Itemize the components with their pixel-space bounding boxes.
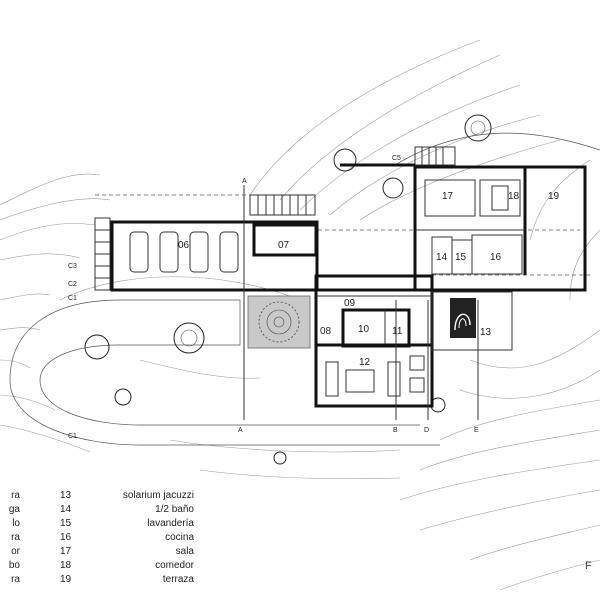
legend-fragment: or bbox=[11, 546, 20, 557]
legend-fragment: ra bbox=[11, 490, 20, 501]
legend-fragment: ga bbox=[8, 504, 20, 515]
legend-number: 18 bbox=[60, 560, 72, 571]
room-label-16: 16 bbox=[490, 252, 502, 263]
legend-name: solarium jacuzzi bbox=[122, 490, 194, 501]
axis-marks: C3 C2 C1 C1 C5 A B D E A bbox=[68, 155, 479, 440]
axis-c3: C3 bbox=[68, 263, 77, 270]
room-label-17: 17 bbox=[442, 191, 454, 202]
room-label-09: 09 bbox=[344, 298, 356, 309]
room-label-12: 12 bbox=[359, 357, 371, 368]
room-label-13: 13 bbox=[480, 327, 492, 338]
room-label-18: 18 bbox=[508, 191, 520, 202]
courtyard bbox=[247, 295, 311, 349]
central-wing bbox=[314, 274, 434, 408]
axis-f: A bbox=[242, 178, 247, 185]
legend-number: 19 bbox=[60, 574, 72, 585]
legend-name: sala bbox=[175, 546, 194, 557]
room-label-06: 06 bbox=[178, 240, 190, 251]
legend-number: 13 bbox=[60, 490, 72, 501]
terrain-contours bbox=[0, 39, 600, 591]
legend-fragment: ra bbox=[11, 574, 20, 585]
axis-e: E bbox=[474, 427, 479, 434]
driveway bbox=[9, 299, 440, 446]
axis-c5: C5 bbox=[392, 155, 401, 162]
room-label-10: 10 bbox=[358, 324, 370, 335]
jacuzzi-wing bbox=[431, 291, 513, 351]
axis-c1-top: C1 bbox=[68, 295, 77, 302]
room-legend: ra ga lo ra or bo ra 13 14 15 16 17 18 1… bbox=[0, 486, 600, 600]
legend-name: 1/2 baño bbox=[155, 504, 194, 515]
main-house bbox=[413, 165, 587, 292]
room-label-11: 11 bbox=[392, 326, 403, 337]
legend-fragment: bo bbox=[8, 560, 20, 571]
legend-number: 15 bbox=[60, 518, 72, 529]
stairs bbox=[94, 146, 456, 291]
site-boundary bbox=[95, 180, 590, 276]
legend-name: lavandería bbox=[147, 518, 194, 529]
axis-a: A bbox=[238, 427, 243, 434]
corner-letter: F bbox=[585, 560, 592, 572]
garage bbox=[110, 220, 319, 292]
room-label-07: 07 bbox=[278, 240, 290, 251]
legend-fragment: lo bbox=[12, 518, 20, 529]
room-label-15: 15 bbox=[455, 252, 467, 263]
legend-number: 14 bbox=[60, 504, 72, 515]
legend-name: cocina bbox=[165, 532, 194, 543]
legend-number: 17 bbox=[60, 546, 72, 557]
axis-c2: C2 bbox=[68, 281, 77, 288]
legend-name: terraza bbox=[162, 574, 194, 585]
legend-name: comedor bbox=[155, 560, 194, 571]
axis-d: D bbox=[424, 427, 429, 434]
trees bbox=[84, 114, 492, 465]
room-label-08: 08 bbox=[320, 326, 332, 337]
axis-b: B bbox=[393, 427, 398, 434]
legend-number: 16 bbox=[60, 532, 72, 543]
room-label-19: 19 bbox=[548, 191, 560, 202]
axis-c1: C1 bbox=[68, 433, 77, 440]
legend-fragment: ra bbox=[11, 532, 20, 543]
room-label-14: 14 bbox=[436, 252, 448, 263]
